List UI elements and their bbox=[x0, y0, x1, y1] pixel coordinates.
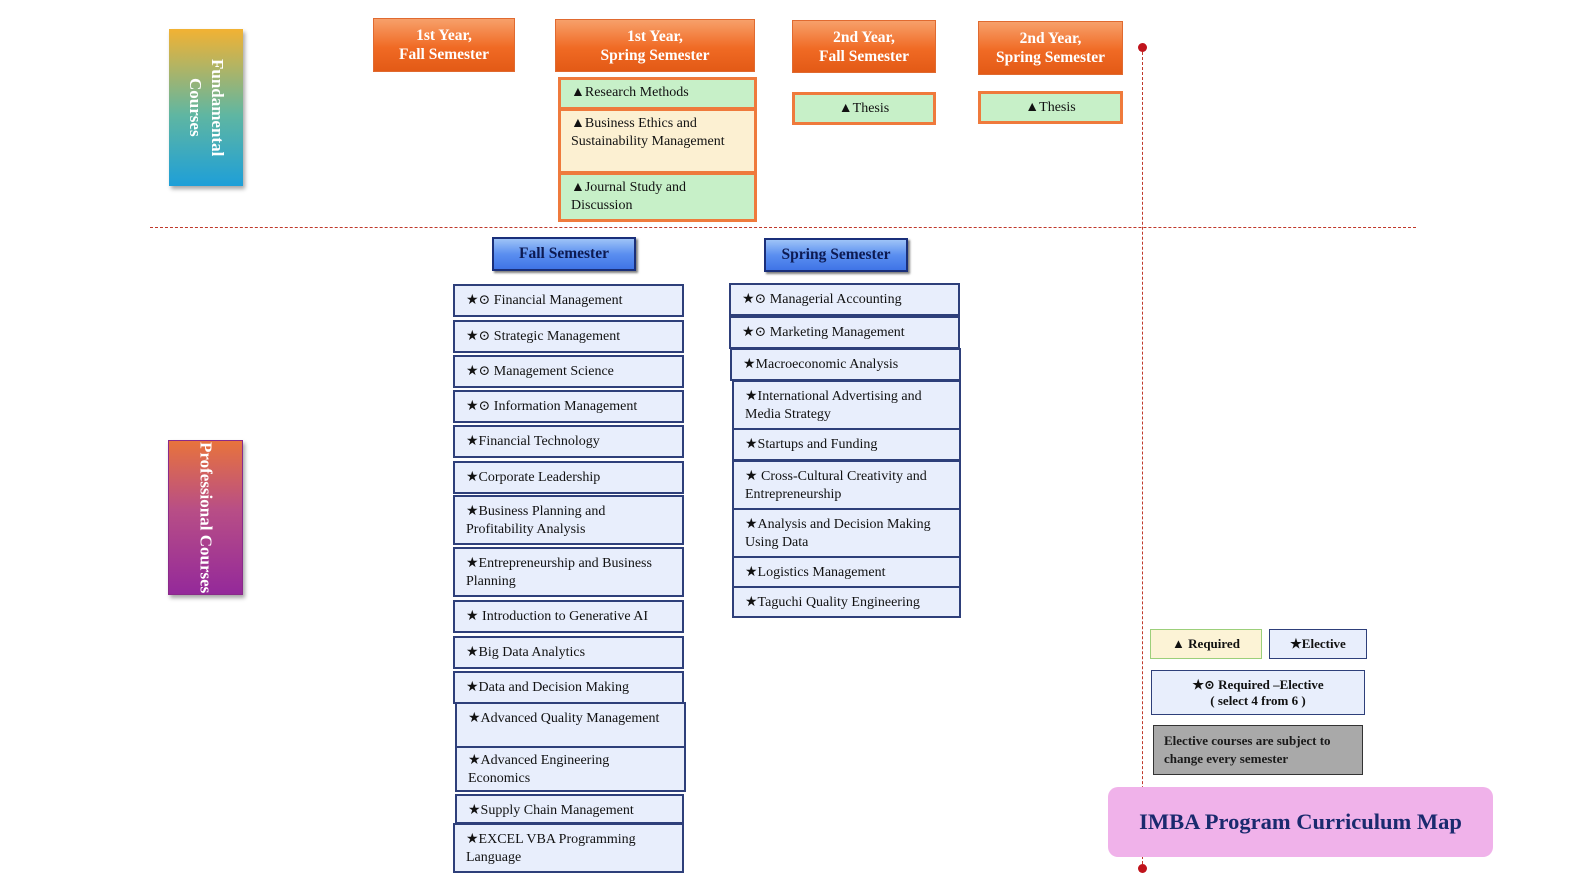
course-big-data-analytics: ★Big Data Analytics bbox=[453, 636, 684, 669]
header-professional-fall: Fall Semester bbox=[492, 237, 636, 271]
course-business-ethics: ▲Business Ethics and Sustainability Mana… bbox=[558, 108, 757, 174]
divider-end-dot bbox=[1138, 43, 1147, 52]
legend-required: ▲ Required bbox=[1150, 629, 1262, 659]
course-journal-study: ▲Journal Study and Discussion bbox=[558, 172, 757, 222]
header-year: 1st Year, bbox=[627, 27, 683, 45]
course-financial-management: ★⊙ Financial Management bbox=[453, 284, 684, 317]
header-semester: Spring Semester bbox=[600, 46, 710, 64]
course-financial-technology: ★Financial Technology bbox=[453, 425, 684, 458]
course-startups-funding: ★Startups and Funding bbox=[732, 428, 961, 461]
header-semester: Fall Semester bbox=[399, 46, 489, 63]
course-taguchi: ★Taguchi Quality Engineering bbox=[732, 586, 961, 618]
header-professional-spring: Spring Semester bbox=[764, 238, 908, 272]
legend-note: Elective courses are subject to change e… bbox=[1153, 725, 1363, 775]
course-cross-cultural: ★ Cross-Cultural Creativity and Entrepre… bbox=[732, 460, 961, 510]
course-research-methods: ▲Research Methods bbox=[558, 77, 757, 110]
course-analysis-decision: ★Analysis and Decision Making Using Data bbox=[732, 508, 961, 558]
header-year: 1st Year, bbox=[416, 27, 472, 44]
category-fundamental-courses: Fundamental Courses bbox=[169, 29, 243, 186]
header-1st-year-spring: 1st Year,Spring Semester bbox=[555, 19, 755, 72]
curriculum-map-title: IMBA Program Curriculum Map bbox=[1108, 787, 1493, 857]
course-macroeconomic-analysis: ★Macroeconomic Analysis bbox=[730, 348, 961, 381]
course-advanced-quality: ★Advanced Quality Management bbox=[455, 702, 686, 752]
course-entrepreneurship: ★Entrepreneurship and Business Planning bbox=[453, 547, 684, 597]
course-management-science: ★⊙ Management Science bbox=[453, 355, 684, 388]
course-corporate-leadership: ★Corporate Leadership bbox=[453, 461, 684, 494]
course-generative-ai: ★ Introduction to Generative AI bbox=[453, 600, 684, 633]
section-divider-horizontal bbox=[150, 227, 1416, 228]
header-2nd-year-spring: 2nd Year, Spring Semester bbox=[978, 21, 1123, 75]
legend-required-elective: ★⊙ Required –Elective( select 4 from 6 ) bbox=[1151, 670, 1365, 715]
course-international-advertising: ★International Advertising and Media Str… bbox=[732, 380, 961, 430]
course-excel-vba: ★EXCEL VBA Programming Language bbox=[453, 823, 684, 873]
legend-required-elective-label: ★⊙ Required –Elective bbox=[1192, 676, 1324, 692]
divider-end-dot bbox=[1138, 864, 1147, 873]
course-marketing-management: ★⊙ Marketing Management bbox=[729, 316, 960, 349]
course-strategic-management: ★⊙ Strategic Management bbox=[453, 320, 684, 353]
category-professional-courses: Professional Courses bbox=[168, 440, 243, 595]
course-engineering-economics: ★Advanced Engineering Economics bbox=[455, 746, 686, 792]
header-year: 2nd Year, bbox=[1019, 30, 1082, 47]
course-logistics: ★Logistics Management bbox=[732, 556, 961, 588]
header-year: 2nd Year, bbox=[833, 28, 895, 46]
course-managerial-accounting: ★⊙ Managerial Accounting bbox=[729, 283, 960, 316]
header-2nd-year-fall: 2nd Year,Fall Semester bbox=[792, 20, 936, 73]
legend-elective: ★Elective bbox=[1269, 629, 1367, 659]
legend-required-elective-note: ( select 4 from 6 ) bbox=[1210, 692, 1306, 708]
course-thesis-2nd-year-spring: ▲Thesis bbox=[978, 91, 1123, 124]
header-semester: Fall Semester bbox=[819, 47, 909, 65]
course-data-decision-making: ★Data and Decision Making bbox=[453, 671, 684, 704]
header-semester: Spring Semester bbox=[996, 49, 1105, 66]
course-information-management: ★⊙ Information Management bbox=[453, 390, 684, 423]
course-business-planning: ★Business Planning and Profitability Ana… bbox=[453, 495, 684, 545]
course-supply-chain: ★Supply Chain Management bbox=[455, 794, 684, 824]
section-divider-vertical bbox=[1142, 47, 1143, 869]
header-1st-year-fall: 1st Year, Fall Semester bbox=[373, 18, 515, 72]
course-thesis-2nd-year-fall: ▲Thesis bbox=[792, 92, 936, 125]
